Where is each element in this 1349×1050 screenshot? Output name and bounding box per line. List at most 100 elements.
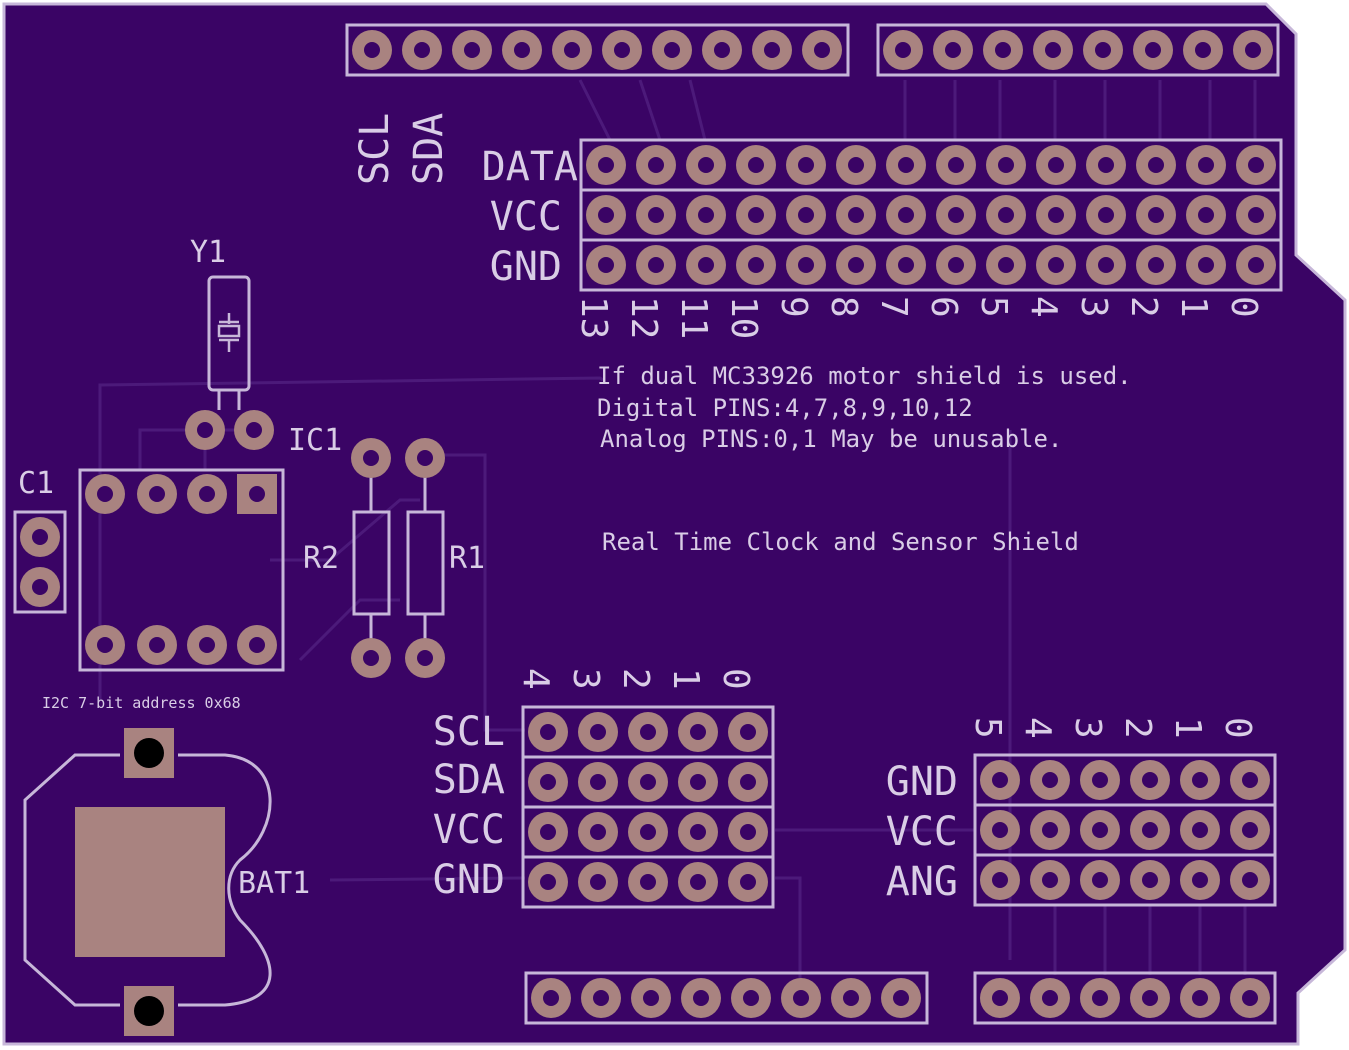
i2c-header-pad [578,812,618,852]
i2c-header-pad [528,762,568,802]
i2c-header-pad [528,812,568,852]
grid-header-pad [1086,245,1126,285]
i2c-header-pad [678,812,718,852]
grid-column-number: 2 [1123,296,1164,318]
i2c-header-pad [528,712,568,752]
resistor-1-label: R1 [449,541,485,576]
grid-header-pad [786,145,826,185]
capacitor-label: C1 [18,466,54,501]
analog-header-pad [1180,760,1220,800]
grid-header-pad [1136,245,1176,285]
grid-header-pad [786,245,826,285]
grid-header-pad [836,145,876,185]
analog-header-pad [1030,860,1070,900]
i2c-header-pad [628,712,668,752]
analog-column-number: 5 [967,717,1008,739]
i2c-column-number: 1 [665,668,706,690]
i2c-header-pad [628,862,668,902]
ic-pad [137,625,177,665]
analog-header-pad [980,810,1020,850]
battery-pads [75,728,225,1036]
bottom-right-header-pad [1130,978,1170,1018]
grid-column-number: 4 [1023,296,1064,318]
grid-header-pad [986,145,1026,185]
grid-row-label-data: DATA [482,144,578,190]
grid-header-pad [1136,195,1176,235]
grid-column-number: 12 [623,296,664,339]
analog-column-number: 2 [1117,717,1158,739]
resistor-2-label: R2 [303,541,339,576]
crystal-symbol [217,313,241,352]
analog-header-pad [1230,760,1270,800]
i2c-header-pad [728,812,768,852]
i2c-column-number: 3 [565,668,606,690]
analog-row-label-gnd: GND [886,759,958,805]
bottom-left-header-pad [531,978,571,1018]
top-left-header-pad [352,30,392,70]
grid-column-number: 8 [823,296,864,318]
grid-column-number: 7 [873,296,914,318]
top-right-header-pad [1233,30,1273,70]
analog-header-pad [1080,810,1120,850]
capacitor-pad [20,517,60,557]
battery-plus-drill [134,738,164,768]
grid-column-number: 11 [673,296,714,339]
analog-header-pad [1180,860,1220,900]
ic-pin1-pad [237,474,277,514]
grid-header-pad [586,145,626,185]
grid-column-number: 9 [773,296,814,318]
battery-label: BAT1 [238,866,310,901]
i2c-header-pad [728,712,768,752]
analog-header-pad [1130,810,1170,850]
grid-header-pad [686,195,726,235]
i2c-header-pad [728,762,768,802]
bottom-left-header-pad [781,978,821,1018]
analog-row-label-vcc: VCC [886,809,958,855]
grid-header-pad [686,145,726,185]
grid-header-pad [886,195,926,235]
grid-header-pad [836,245,876,285]
analog-header-pad [1130,760,1170,800]
analog-column-number: 1 [1167,717,1208,739]
note-line-3: Analog PINS:0,1 May be unusable. [600,425,1062,453]
analog-column-number: 3 [1067,717,1108,739]
grid-header-pad [1036,195,1076,235]
grid-row-label-vcc: VCC [490,194,562,240]
bottom-right-header-pad [1080,978,1120,1018]
top-right-header-pad [1083,30,1123,70]
ic-pad [237,625,277,665]
i2c-row-label-scl: SCL [433,709,505,755]
bottom-right-header-pad [1230,978,1270,1018]
analog-header-pad [1180,810,1220,850]
grid-column-number: 1 [1173,296,1214,318]
grid-header-pad [786,195,826,235]
header-outlines [13,23,1283,1025]
capacitor-pad [20,567,60,607]
i2c-column-number: 2 [615,668,656,690]
grid-header-pad [986,245,1026,285]
top-left-header-pad [452,30,492,70]
bottom-right-header-pad [980,978,1020,1018]
analog-header-pad [1230,810,1270,850]
grid-header-pad [1136,145,1176,185]
grid-header-pad [1086,145,1126,185]
top-left-header-pad [702,30,742,70]
bottom-right-header-pad [1030,978,1070,1018]
grid-header-pad [1236,145,1276,185]
grid-header-pad [736,145,776,185]
resistor-pad [351,438,391,478]
analog-header-pad [980,760,1020,800]
i2c-header-pad [578,762,618,802]
grid-header-pad [1186,195,1226,235]
bottom-left-header-pad [731,978,771,1018]
grid-header-pad [636,245,676,285]
top-left-header-pad [802,30,842,70]
resistor-pad [405,438,445,478]
i2c-header-pad [628,762,668,802]
grid-header-pad [1236,195,1276,235]
grid-column-number: 5 [973,296,1014,318]
analog-header-pad [1130,860,1170,900]
battery-center-pad [75,807,225,957]
analog-column-number: 4 [1017,717,1058,739]
grid-header-pad [1036,245,1076,285]
